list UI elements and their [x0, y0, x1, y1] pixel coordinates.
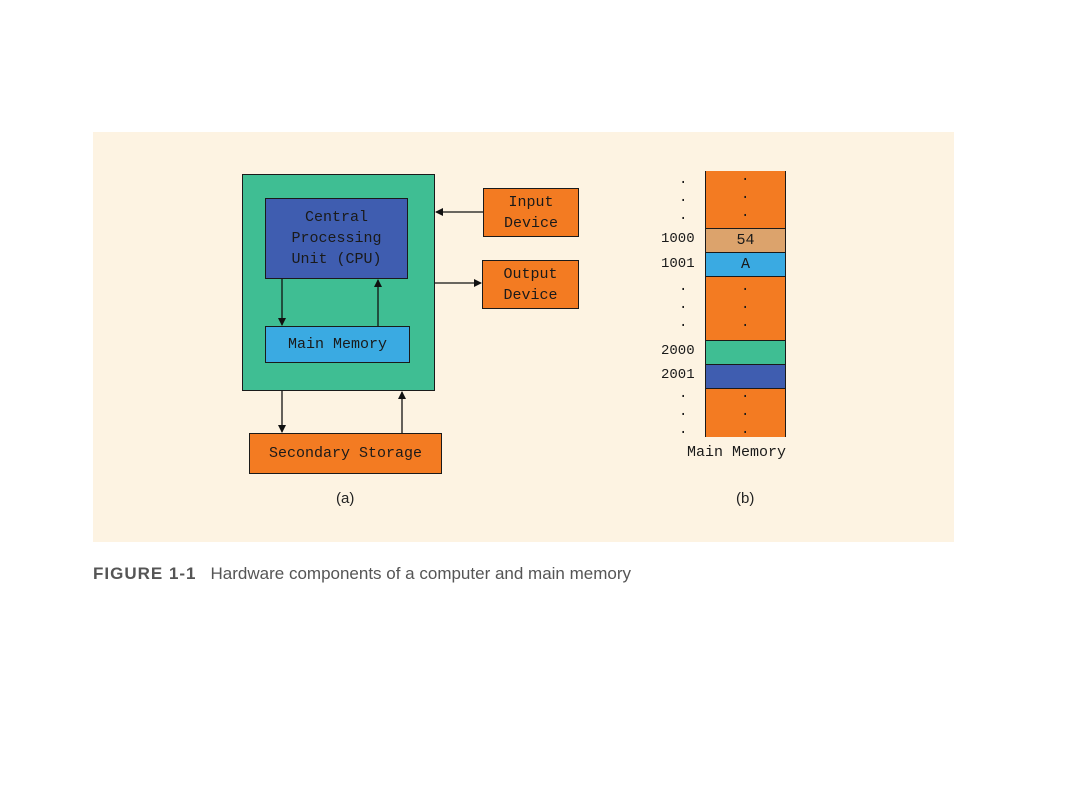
- address-1001: 1001: [661, 256, 695, 272]
- ellipsis-dot: .: [741, 279, 750, 295]
- figure-number: FIGURE 1-1: [93, 564, 197, 583]
- ellipsis-dot: .: [679, 315, 688, 331]
- ellipsis-dot: .: [679, 190, 688, 206]
- input-device-label: Input Device: [503, 193, 558, 232]
- memory-cell-1000-value: 54: [736, 232, 755, 249]
- ellipsis-dot: .: [679, 386, 688, 402]
- ellipsis-dot: .: [741, 297, 750, 313]
- memory-cell-2000: [705, 340, 786, 365]
- main-memory-box: Main Memory: [265, 326, 410, 363]
- input-device-box: Input Device: [483, 188, 579, 237]
- address-2000: 2000: [661, 343, 695, 359]
- ellipsis-dot: .: [679, 279, 688, 295]
- ellipsis-dot: .: [741, 169, 750, 185]
- address-1000: 1000: [661, 231, 695, 247]
- secondary-storage-box: Secondary Storage: [249, 433, 442, 474]
- diagram-a-sublabel: (a): [336, 490, 355, 507]
- ellipsis-dot: .: [679, 404, 688, 420]
- memory-cell-2001: [705, 364, 786, 389]
- memory-cell-1000: 54: [705, 228, 786, 253]
- ellipsis-dot: .: [741, 386, 750, 402]
- cpu-label: Central Processing Unit (CPU): [291, 209, 382, 268]
- figure-caption: FIGURE 1-1 Hardware components of a compu…: [93, 564, 631, 584]
- main-memory-title: Main Memory: [687, 444, 787, 461]
- ellipsis-dot: .: [679, 297, 688, 313]
- ellipsis-dot: .: [679, 172, 688, 188]
- secondary-storage-label: Secondary Storage: [268, 445, 423, 462]
- ellipsis-dot: .: [741, 404, 750, 420]
- ellipsis-dot: .: [741, 315, 750, 331]
- diagram-b-sublabel: (b): [736, 490, 755, 507]
- output-device-box: Output Device: [482, 260, 579, 309]
- cpu-box: Central Processing Unit (CPU): [265, 198, 408, 279]
- ellipsis-dot: .: [741, 422, 750, 438]
- ellipsis-dot: .: [679, 422, 688, 438]
- memory-cells-bottom: [705, 388, 786, 437]
- ellipsis-dot: .: [741, 205, 750, 221]
- memory-cells-middle: [705, 276, 786, 341]
- output-device-label: Output Device: [503, 265, 558, 304]
- memory-cells-top: [705, 171, 786, 229]
- ellipsis-dot: .: [741, 187, 750, 203]
- address-2001: 2001: [661, 367, 695, 383]
- memory-cell-1001-value: A: [740, 256, 750, 273]
- ellipsis-dot: .: [679, 208, 688, 224]
- figure-caption-text: Hardware components of a computer and ma…: [210, 564, 631, 583]
- memory-cell-1001: A: [705, 252, 786, 277]
- main-memory-label: Main Memory: [287, 336, 388, 353]
